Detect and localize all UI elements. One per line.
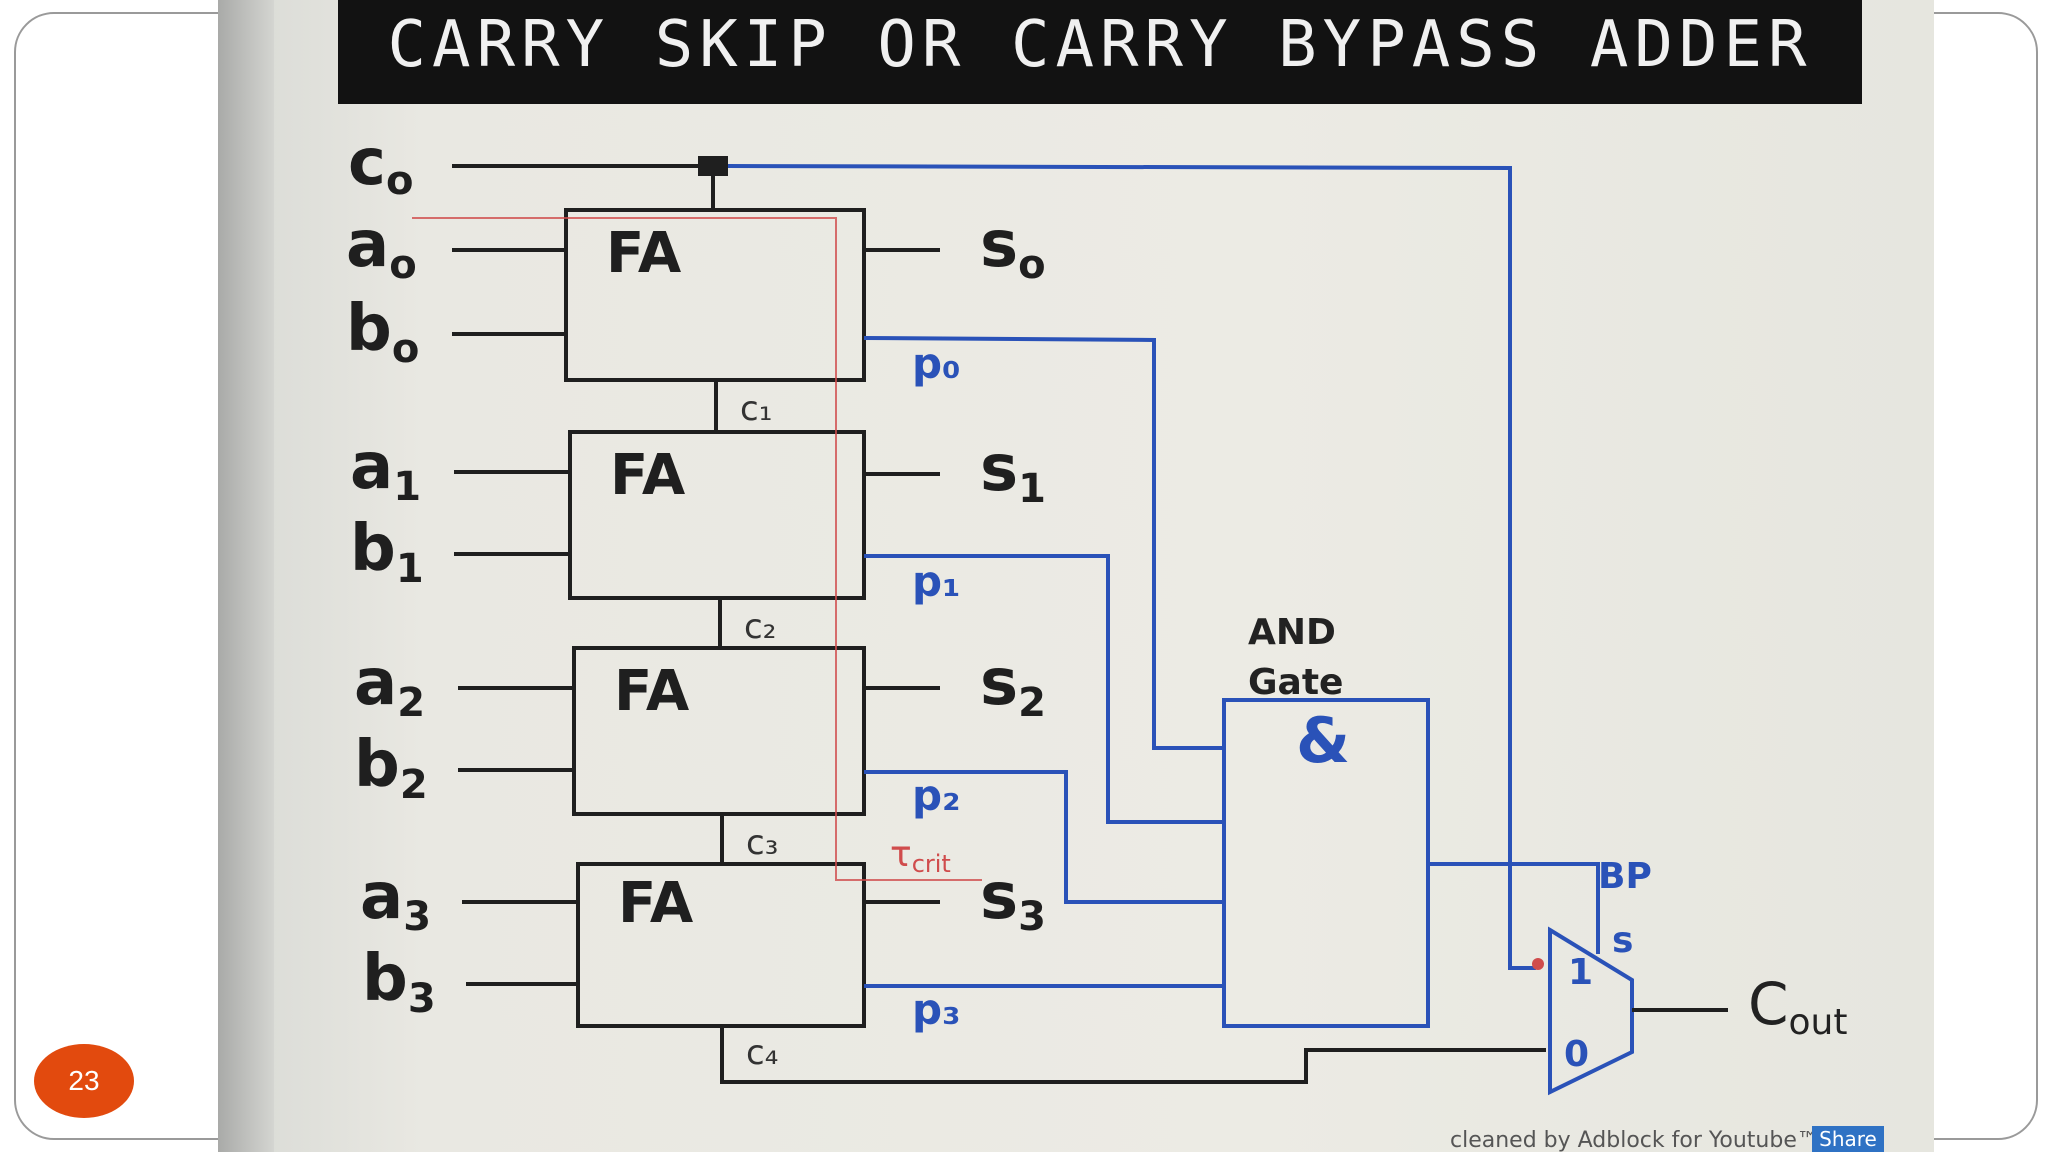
s3-label: s3 bbox=[980, 860, 1046, 940]
photo-shadow-edge bbox=[218, 0, 274, 1152]
a0-label: ao bbox=[346, 208, 417, 288]
slide-title: CARRY SKIP OR CARRY BYPASS ADDER bbox=[387, 8, 1813, 82]
mux-input-0-label: 0 bbox=[1564, 1034, 1589, 1075]
bypass-label: BP bbox=[1598, 856, 1652, 897]
mux-s-label: s bbox=[1612, 920, 1633, 961]
c1-label: c₁ bbox=[740, 389, 772, 429]
b1-label: b1 bbox=[350, 512, 424, 592]
p3-label: p₃ bbox=[912, 985, 960, 1034]
s0-label: so bbox=[980, 208, 1046, 288]
mux-input-1-dot bbox=[1532, 958, 1544, 970]
a1-label: a1 bbox=[350, 430, 421, 510]
fa-2-label: FA bbox=[614, 659, 690, 724]
c2-label: c₂ bbox=[744, 607, 776, 647]
a3-label: a3 bbox=[360, 860, 431, 940]
fa-3-label: FA bbox=[618, 871, 694, 936]
cout-label: Cout bbox=[1748, 970, 1847, 1043]
b2-label: b2 bbox=[354, 728, 428, 808]
and-gate-label-line2: Gate bbox=[1248, 662, 1343, 703]
p1-label: p₁ bbox=[912, 557, 960, 606]
share-button[interactable]: Share bbox=[1812, 1126, 1884, 1152]
critical-path-line bbox=[412, 217, 982, 881]
c4-label: c₄ bbox=[746, 1033, 778, 1073]
p2-label: p₂ bbox=[912, 771, 960, 820]
fa-0-label: FA bbox=[606, 221, 682, 286]
c4-wire bbox=[720, 1026, 1546, 1084]
s1-label: s1 bbox=[980, 432, 1046, 512]
whiteboard-photo bbox=[218, 0, 1934, 1152]
b0-label: bo bbox=[346, 292, 419, 372]
adblock-watermark: cleaned by Adblock for Youtube™ bbox=[1450, 1128, 1819, 1153]
multiplexer bbox=[1548, 926, 1634, 1096]
title-banner: CARRY SKIP OR CARRY BYPASS ADDER bbox=[338, 0, 1862, 104]
p0-wire bbox=[863, 336, 1224, 750]
p1-wire bbox=[864, 554, 1224, 824]
page-number: 23 bbox=[68, 1065, 100, 1096]
c3-label: c₃ bbox=[746, 823, 778, 863]
and-gate-symbol: & bbox=[1296, 704, 1350, 777]
bypass-carry-wire bbox=[727, 164, 1536, 970]
a2-label: a2 bbox=[354, 646, 425, 726]
p0-label: p₀ bbox=[912, 339, 960, 388]
s2-label: s2 bbox=[980, 646, 1046, 726]
and-gate-label-line1: AND bbox=[1248, 612, 1336, 653]
mux-input-1-label: 1 bbox=[1568, 952, 1593, 993]
page-number-badge: 23 bbox=[34, 1044, 134, 1118]
fa-1-label: FA bbox=[610, 443, 686, 508]
p2-wire bbox=[864, 770, 1224, 904]
critical-path-label: τcrit bbox=[890, 834, 951, 878]
bypass-select-wire bbox=[1428, 862, 1600, 954]
carry-in-label: co bbox=[348, 126, 413, 204]
b3-label: b3 bbox=[362, 942, 436, 1022]
carry-in-junction bbox=[698, 156, 728, 176]
